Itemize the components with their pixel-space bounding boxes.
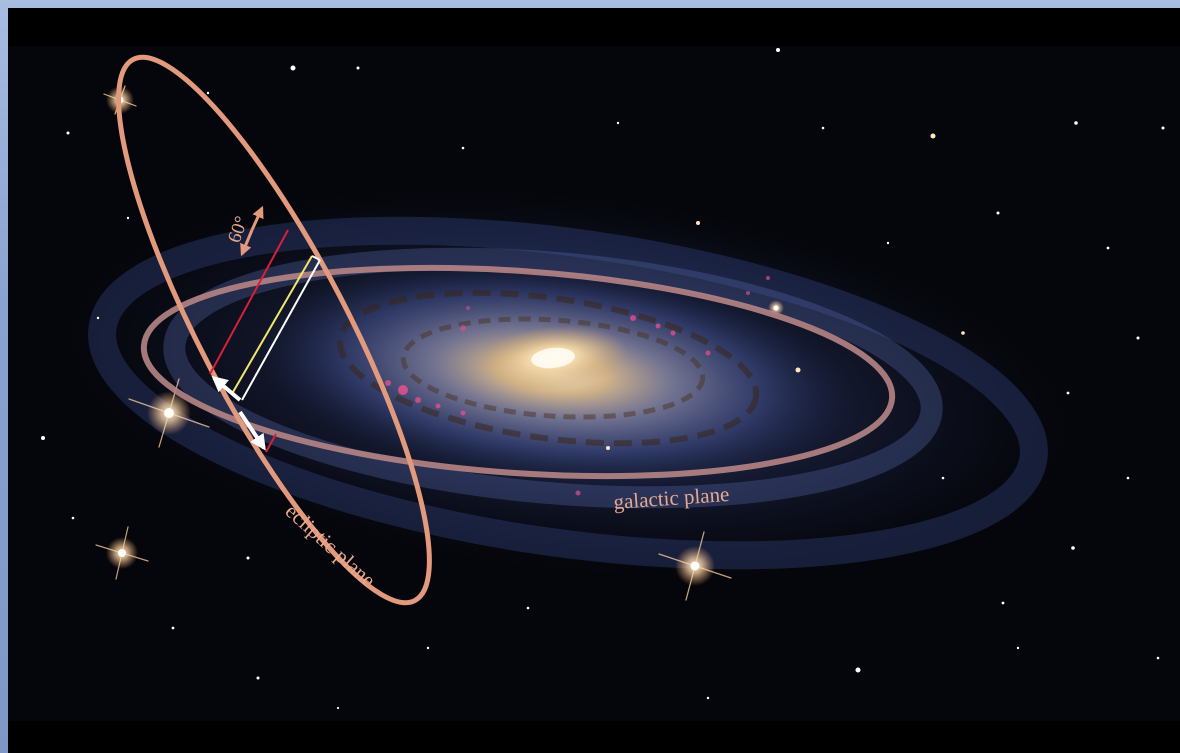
white-reference-line (241, 259, 321, 401)
arrow-icon (238, 410, 266, 451)
outer-spiral-arm (88, 216, 1048, 570)
galactic-nucleus (531, 347, 575, 369)
connector-line (311, 255, 321, 261)
background-stars (41, 48, 1165, 710)
galaxy-illustration: 60° galactic plane ecliptic plane (8, 8, 1180, 753)
middle-spiral-arm (163, 247, 943, 509)
red-reference-line-lower (265, 433, 277, 453)
galaxy-image: 60° galactic plane ecliptic plane (8, 8, 1180, 753)
dust-lane-inner (400, 316, 706, 420)
double-arrow-icon-lower (240, 229, 254, 257)
galactic-plane-ring (140, 264, 896, 480)
top-letterbox-bar (8, 8, 1180, 46)
bright-star (658, 531, 732, 601)
ecliptic-plane-ring (116, 54, 432, 606)
arrow-icon (211, 375, 242, 402)
double-arrow-icon (250, 205, 264, 231)
bottom-letterbox-bar (8, 721, 1180, 753)
red-reference-line (209, 229, 289, 375)
bright-star (128, 378, 210, 448)
star-forming-regions (385, 276, 770, 496)
dust-lane (336, 289, 760, 447)
yellow-reference-line (232, 255, 313, 393)
bright-star (95, 526, 149, 580)
